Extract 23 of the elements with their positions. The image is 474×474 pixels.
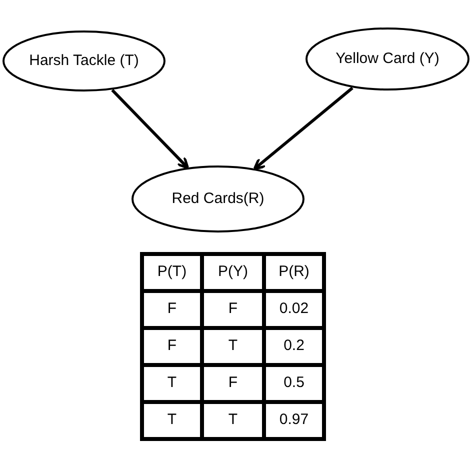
ellipse-node — [2, 30, 166, 92]
table-cell: T — [202, 328, 264, 365]
arrow — [253, 86, 354, 170]
ellipse-node — [305, 27, 470, 91]
table-cell: T — [202, 402, 264, 439]
table-cell: 0.97 — [264, 402, 324, 439]
table-cell: F — [202, 365, 264, 402]
table-cell: 0.2 — [264, 328, 324, 365]
table-cell: F — [202, 291, 264, 328]
table-cell: P(Y) — [202, 254, 264, 291]
table-cell: P(T) — [142, 254, 202, 291]
table-cell: F — [142, 291, 202, 328]
table-cell: F — [142, 328, 202, 365]
table-cell: 0.5 — [264, 365, 324, 402]
table-cell: 0.02 — [264, 291, 324, 328]
ellipse-node — [131, 165, 305, 233]
node-label: Yellow Card (Y) — [336, 48, 440, 69]
node-label: Harsh Tackle (T) — [29, 50, 139, 71]
arrow — [111, 89, 190, 170]
table-cell: P(R) — [264, 254, 324, 291]
table-cell: T — [142, 365, 202, 402]
node-label: Red Cards(R) — [172, 188, 264, 209]
table-cell: T — [142, 402, 202, 439]
